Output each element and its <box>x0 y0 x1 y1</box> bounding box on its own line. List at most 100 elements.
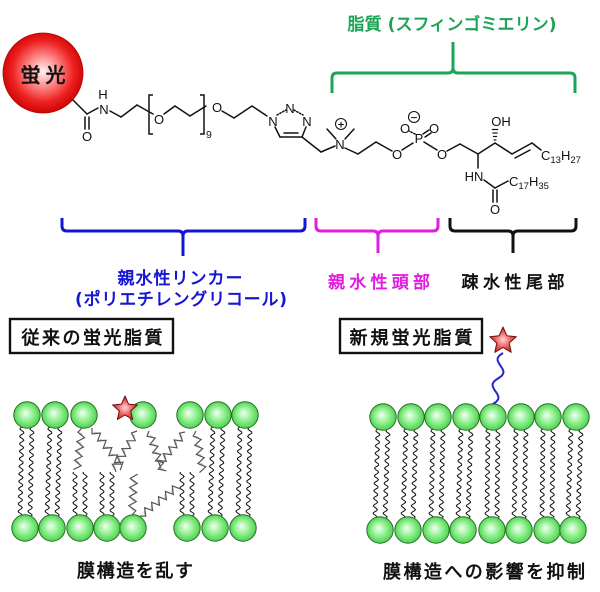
lipid-heads <box>11 401 259 542</box>
tail-label: 疎水性尾部 <box>462 272 565 293</box>
lipid-tail <box>27 426 35 517</box>
lipid-tail <box>455 428 464 519</box>
bond <box>357 141 377 155</box>
repeat-open-bracket <box>148 94 153 135</box>
lipid-head-bottom <box>66 514 94 542</box>
bond <box>301 136 322 153</box>
lipid-tail <box>539 428 546 519</box>
lipid-heads <box>366 403 590 544</box>
lipid-tail <box>428 428 436 519</box>
lipid-head-bottom <box>229 514 257 542</box>
linker-label-line2: (ポリエチレングリコール) <box>75 289 287 310</box>
tail-zigzag <box>156 431 186 469</box>
formula-symbol: H <box>529 174 538 189</box>
lipid-tail <box>207 426 216 517</box>
negative-charge-icon: − <box>407 110 421 123</box>
lipid-tail <box>400 428 409 519</box>
lipid-tail <box>372 428 381 519</box>
atom-amide-o: O <box>82 129 92 144</box>
atom-phosphate-p: P <box>415 131 424 146</box>
tail-bracket <box>448 218 578 253</box>
bond <box>163 105 176 115</box>
conventional-caption: 膜構造を乱す <box>76 560 193 582</box>
lipid-tail <box>44 426 53 517</box>
lipid-head-top <box>562 403 590 431</box>
repeat-close-bracket <box>200 94 205 135</box>
tail-zigzag <box>127 473 139 516</box>
lipid-tail <box>109 471 115 517</box>
lipid-tails <box>372 428 584 519</box>
bond <box>344 147 359 155</box>
tail-zigzag <box>91 428 124 471</box>
repeat-count: 9 <box>206 129 212 141</box>
bond <box>375 141 393 152</box>
lipid-tail <box>484 428 491 519</box>
bond <box>424 132 432 138</box>
lipid-tail <box>382 428 391 519</box>
lipid-tail <box>575 428 584 519</box>
panel-novel: 新規蛍光脂質 膜構造への影響を抑制 <box>338 317 590 583</box>
lipid-head-bottom <box>422 516 450 544</box>
lipid-label: 脂質 (スフィンゴミエリン) <box>348 14 557 35</box>
bond <box>174 105 191 117</box>
lipid-tail <box>179 471 185 517</box>
head-bracket <box>314 218 440 253</box>
methyl-bond <box>326 128 337 140</box>
lipid-annotation: 脂質 (スフィンゴミエリン) <box>330 14 577 93</box>
atom-ammonium-n: N <box>335 137 344 152</box>
linker-label-line1: 親水性リンカー <box>118 268 243 289</box>
atom-hydroxyl: OH <box>491 114 511 129</box>
lipid-tail <box>82 471 88 517</box>
bond <box>251 105 268 117</box>
fluorophore-star-icon <box>112 395 138 420</box>
lipid-tail <box>494 428 501 519</box>
disordered-tail <box>146 430 167 472</box>
lipid-head-top <box>41 401 69 429</box>
atom-triazole-n2: N <box>285 101 294 116</box>
atom-amide2-o: O <box>490 202 500 217</box>
lipid-head-top <box>424 403 452 431</box>
lipid-tail <box>189 471 195 517</box>
lipid-head-bottom <box>366 516 394 544</box>
formula-subscript: 13 <box>550 155 561 166</box>
lipid-head-bottom <box>173 514 201 542</box>
formula-sphingosine-chain: C13H27 <box>541 148 581 166</box>
fluorophore-sphere <box>2 32 84 114</box>
molecule-bonds <box>72 99 542 203</box>
disordered-tail <box>192 430 207 474</box>
lipid-tail <box>17 426 25 517</box>
charge-ring <box>334 117 348 131</box>
bond <box>401 142 414 151</box>
peg-linker <box>491 352 505 405</box>
lipid-tail <box>521 428 529 519</box>
lipid-tail <box>410 428 419 519</box>
atom-phosphate-o-ester2: O <box>437 147 447 162</box>
bond <box>233 105 253 119</box>
formula-symbol: C <box>509 174 518 189</box>
lipid-head-top <box>507 403 535 431</box>
aromatic-bond <box>276 109 287 116</box>
tail-zigzag <box>111 430 138 473</box>
atom-amide-n: N <box>99 102 108 117</box>
charge-sign: + <box>337 120 345 130</box>
lipid-head-bottom <box>478 516 506 544</box>
linker-annotation: 親水性リンカー (ポリエチレングリコール) <box>60 218 307 310</box>
lipid-head-bottom <box>533 516 561 544</box>
bond <box>531 142 542 151</box>
atom-amide2-nh: HN <box>465 169 484 184</box>
lipid-tails <box>17 426 253 517</box>
bond <box>514 149 531 159</box>
bond <box>423 141 438 151</box>
lipid-tail <box>99 471 105 517</box>
bond <box>494 142 513 155</box>
lipid-head-bottom <box>201 514 229 542</box>
novel-caption: 膜構造への影響を抑制 <box>382 561 585 583</box>
methyl-bond <box>344 128 355 140</box>
bond <box>136 104 154 115</box>
bond <box>477 142 496 155</box>
conventional-title: 従来の蛍光脂質 <box>21 327 163 349</box>
bond <box>422 129 430 135</box>
disordered-tail <box>91 428 124 471</box>
lipid-head-top <box>204 401 232 429</box>
